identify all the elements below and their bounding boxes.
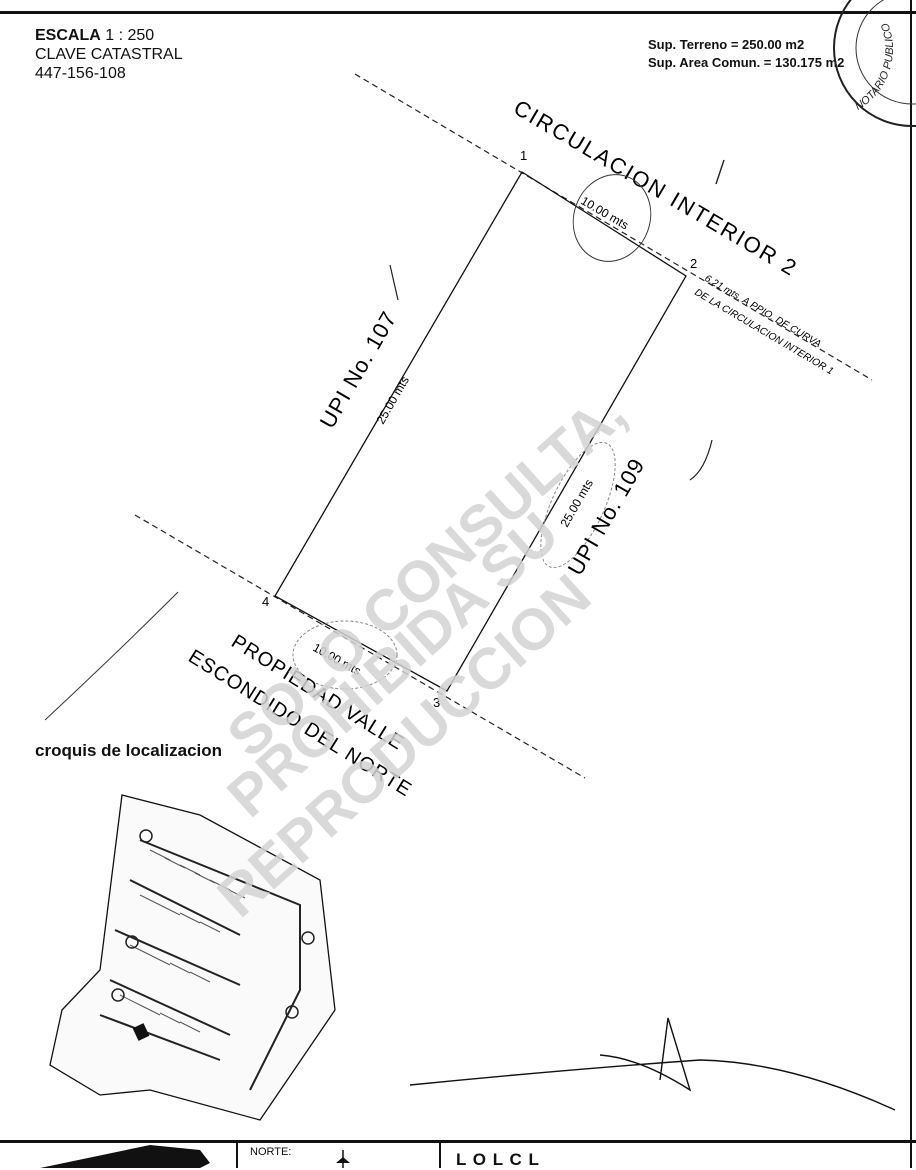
street-line-bottom bbox=[134, 514, 586, 779]
norte-box: NORTE: bbox=[236, 1143, 441, 1168]
left-dimension: 25.00 mts bbox=[373, 374, 411, 427]
hand-loop-bottom bbox=[292, 620, 398, 690]
footer-strip bbox=[0, 1140, 916, 1168]
surface-info: Sup. Terreno = 250.00 m2 Sup. Area Comun… bbox=[648, 36, 844, 72]
escala-value: 1 : 250 bbox=[105, 27, 155, 44]
signature bbox=[409, 1017, 896, 1111]
pencil-mark-left bbox=[44, 591, 179, 721]
curve-note-2: DE LA CIRCULACION INTERIOR 1 bbox=[692, 287, 835, 377]
clave-label: CLAVE CATASTRAL bbox=[35, 46, 183, 63]
vertex-3: 3 bbox=[433, 695, 440, 710]
escala-label: ESCALA bbox=[35, 27, 101, 44]
street-name-top: CIRCULACION INTERIOR 2 bbox=[509, 95, 802, 282]
logo-arrow bbox=[40, 1145, 210, 1168]
pencil-mark-mid bbox=[389, 264, 399, 301]
pencil-mark-right bbox=[689, 439, 713, 481]
hand-loop-right bbox=[540, 441, 616, 569]
hand-loop-top bbox=[572, 174, 652, 262]
vertex-1: 1 bbox=[520, 148, 527, 163]
footer-text: L O L C L bbox=[456, 1150, 540, 1169]
pencil-mark-top bbox=[715, 159, 725, 185]
notary-seal: NOTARIO PUBLICO bbox=[833, 0, 916, 127]
norte-label: NORTE: bbox=[250, 1146, 292, 1158]
top-border bbox=[0, 0, 916, 14]
street-line-top bbox=[354, 73, 873, 381]
location-map bbox=[49, 794, 336, 1121]
clave-value: 447-156-108 bbox=[35, 65, 126, 82]
right-border bbox=[910, 0, 912, 1168]
north-arrow-head bbox=[336, 1157, 350, 1163]
sup-terreno: Sup. Terreno = 250.00 m2 bbox=[648, 37, 805, 52]
croquis-title: croquis de localizacion bbox=[35, 741, 223, 760]
vertex-4: 4 bbox=[262, 594, 269, 609]
sup-comun: Sup. Area Comun. = 130.175 m2 bbox=[648, 55, 845, 70]
lot-boundary bbox=[274, 171, 687, 692]
plan-header: ESCALA 1 : 250 CLAVE CATASTRAL 447-156-1… bbox=[35, 26, 183, 83]
vertex-2: 2 bbox=[690, 256, 697, 271]
